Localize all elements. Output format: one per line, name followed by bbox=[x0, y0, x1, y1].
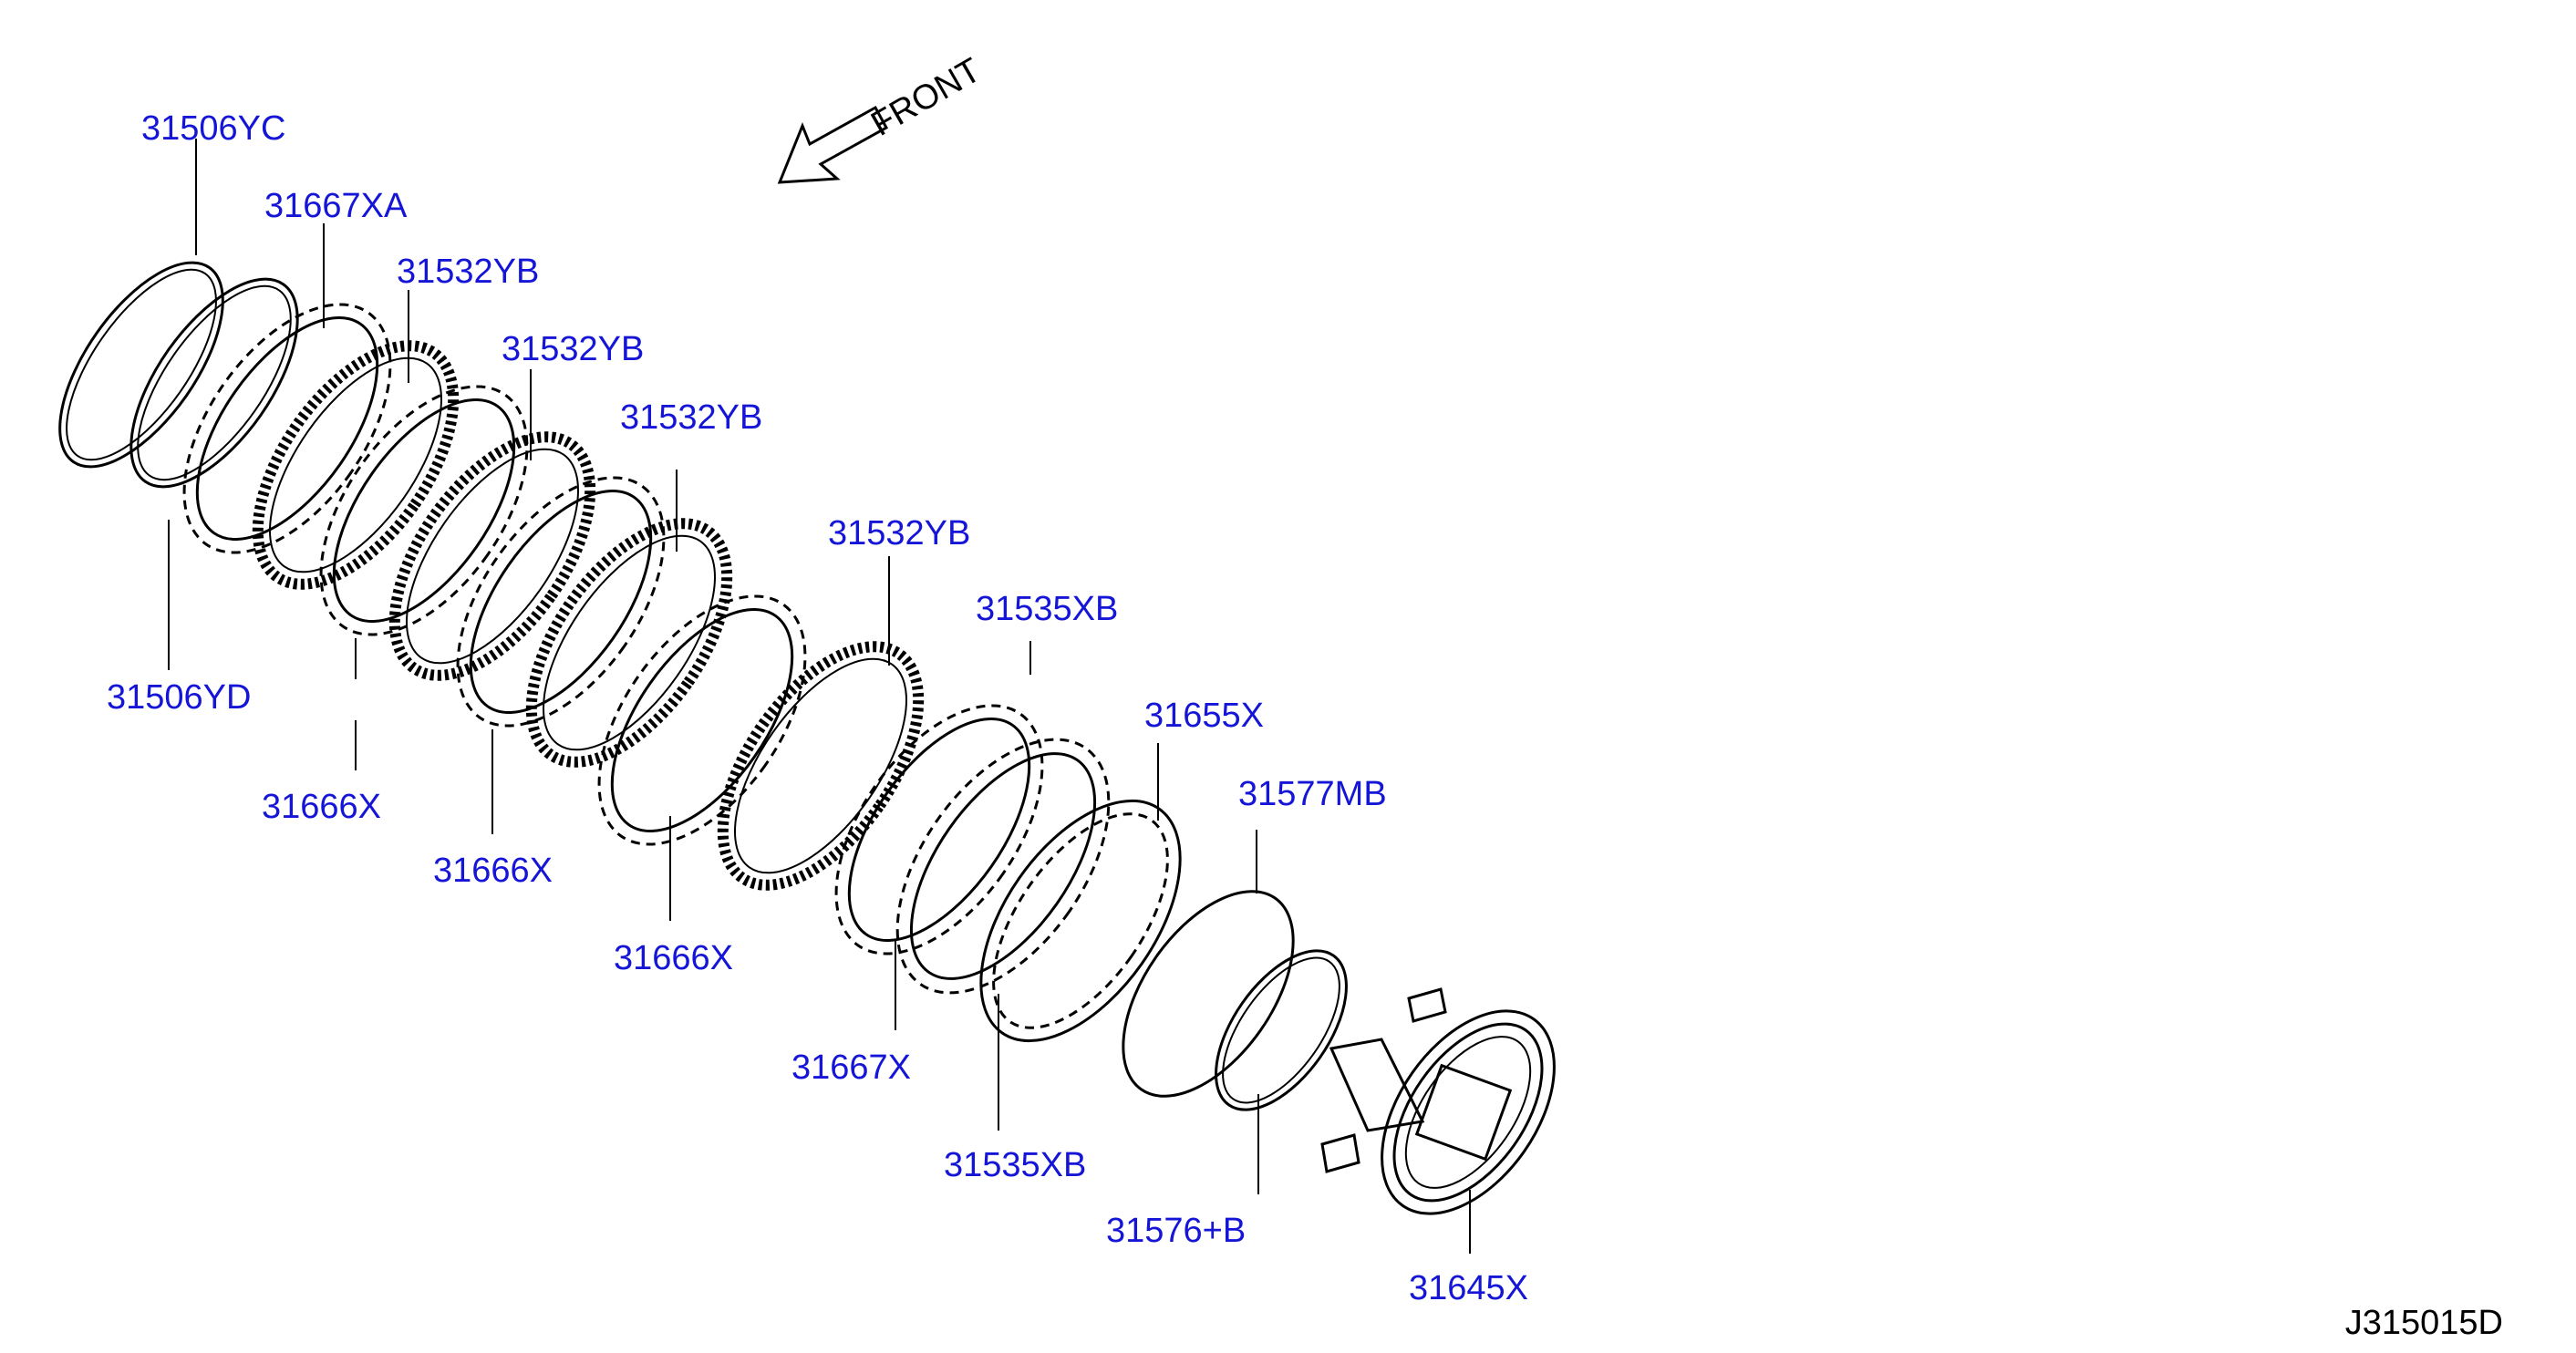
drive-plate-2 bbox=[388, 431, 596, 681]
steel-plate-2-outer bbox=[834, 704, 1044, 955]
label-31535xb-2[interactable]: 31535XB bbox=[944, 1146, 1086, 1184]
driven-plate-2-inner bbox=[469, 489, 653, 715]
label-31645x[interactable]: 31645X bbox=[1409, 1269, 1528, 1307]
label-31666x-2[interactable]: 31666X bbox=[433, 852, 553, 890]
label-31532yb-4[interactable]: 31532YB bbox=[828, 514, 970, 553]
drive-plate-1-inner bbox=[269, 356, 442, 573]
label-31666x-1[interactable]: 31666X bbox=[262, 788, 381, 826]
dish-plate-inner bbox=[909, 752, 1097, 980]
driven-plate-2-outer bbox=[456, 476, 666, 728]
label-31577mb[interactable]: 31577MB bbox=[1238, 775, 1387, 813]
driven-plate-3-inner bbox=[610, 607, 794, 833]
label-31532yb-2[interactable]: 31532YB bbox=[502, 330, 644, 368]
label-31667xa[interactable]: 31667XA bbox=[264, 187, 408, 225]
dish-plate-outer bbox=[895, 738, 1111, 995]
leader-lines bbox=[168, 139, 1471, 1254]
part-labels: 31506YC 31667XA 31532YB 31532YB 31532YB … bbox=[107, 109, 1528, 1307]
diagram-code: J315015D bbox=[2345, 1304, 2503, 1342]
piston-inner bbox=[1222, 956, 1340, 1104]
label-31655x[interactable]: 31655X bbox=[1144, 697, 1264, 735]
drive-plate-4 bbox=[717, 641, 925, 891]
steel-plate-outer bbox=[182, 303, 392, 554]
snap-ring bbox=[129, 277, 299, 489]
drive-plate-3-inner bbox=[543, 534, 716, 751]
retaining-plate-inner bbox=[66, 268, 217, 461]
snap-ring-inner bbox=[137, 284, 292, 481]
label-31506yd[interactable]: 31506YD bbox=[107, 678, 251, 717]
piston bbox=[1215, 949, 1348, 1111]
drive-plate-2-inner bbox=[406, 448, 579, 665]
driven-plate-1-outer bbox=[319, 385, 529, 636]
clutch-pack-rings bbox=[58, 261, 1348, 1111]
spring-retainer-outer bbox=[979, 799, 1182, 1043]
label-31532yb-3[interactable]: 31532YB bbox=[620, 398, 762, 437]
label-31667x[interactable]: 31667X bbox=[791, 1048, 911, 1087]
front-arrow bbox=[777, 105, 889, 184]
driven-plate-1-inner bbox=[332, 398, 516, 624]
drive-plate-4-inner bbox=[734, 657, 907, 874]
driven-plate-3-outer bbox=[597, 594, 807, 846]
steel-plate-2-inner bbox=[847, 717, 1031, 943]
retaining-plate bbox=[58, 261, 224, 469]
piston-seal bbox=[1122, 890, 1295, 1098]
label-31666x-3[interactable]: 31666X bbox=[614, 939, 733, 977]
drive-plate-3 bbox=[525, 518, 733, 768]
label-31576b[interactable]: 31576+B bbox=[1106, 1212, 1246, 1250]
front-label: FRONT bbox=[865, 51, 988, 144]
clutch-drum bbox=[1320, 987, 1556, 1215]
steel-plate-inner bbox=[195, 315, 379, 542]
spring-retainer-springs bbox=[992, 812, 1169, 1029]
drive-plate-1 bbox=[252, 340, 460, 590]
label-31535xb-1[interactable]: 31535XB bbox=[976, 590, 1118, 628]
label-31506yc[interactable]: 31506YC bbox=[141, 109, 285, 148]
label-31532yb-1[interactable]: 31532YB bbox=[397, 253, 539, 291]
